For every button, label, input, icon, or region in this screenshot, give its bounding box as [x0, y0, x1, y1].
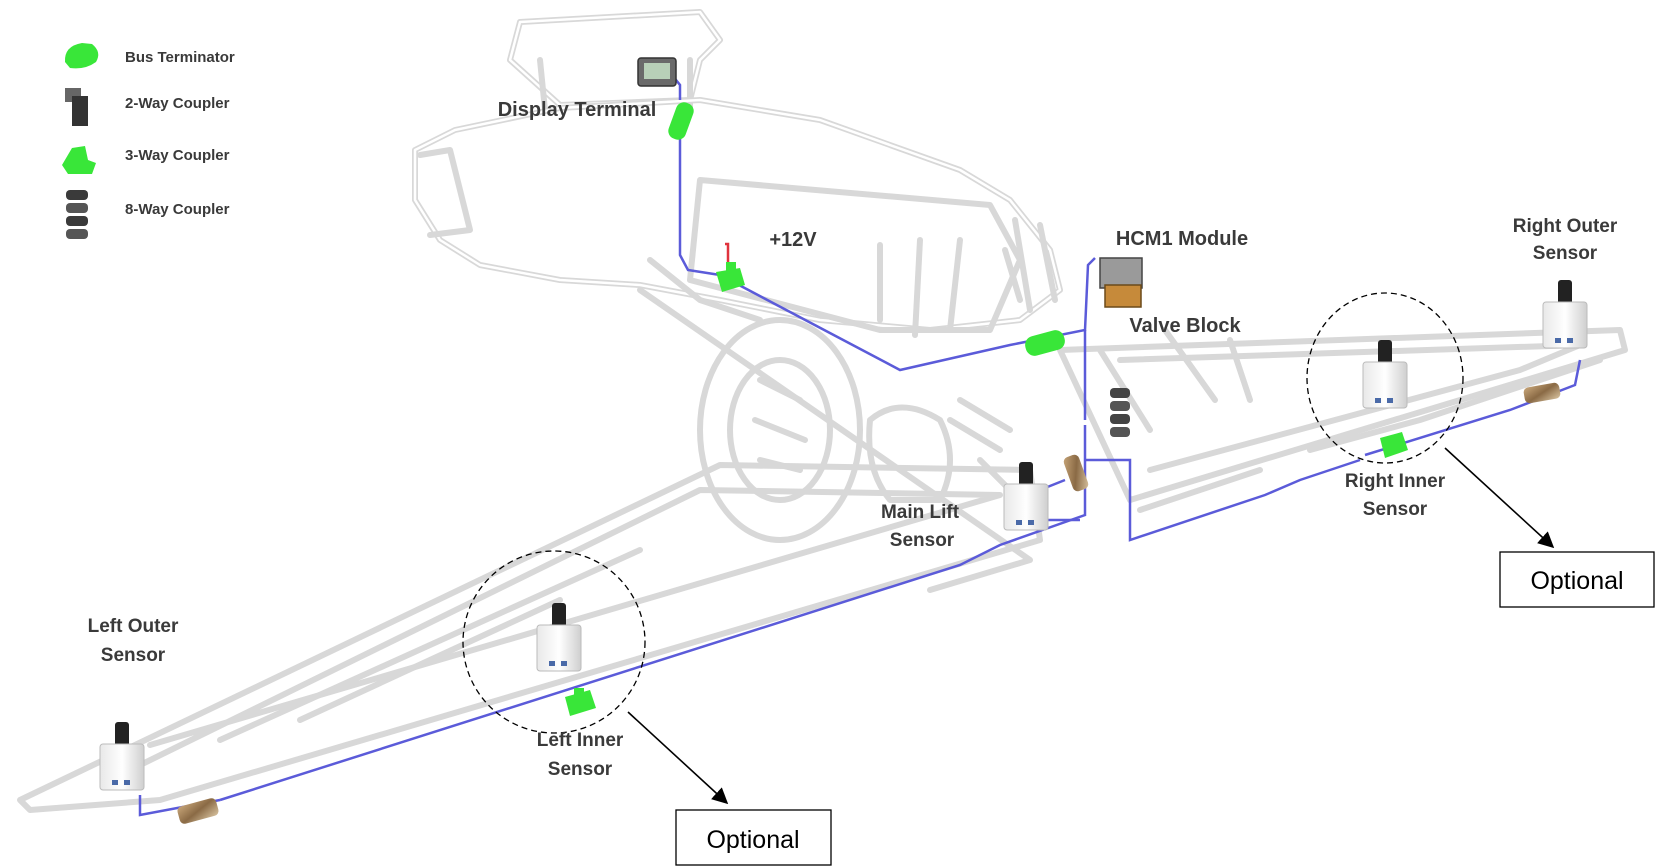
two-way-coupler-icon	[65, 88, 88, 126]
bus-terminator-icon	[1025, 330, 1065, 356]
optional-arrow-right	[1444, 447, 1555, 549]
legend: Bus Terminator 2-Way Coupler 3-Way Coupl…	[62, 43, 235, 239]
three-way-coupler-icon	[62, 146, 96, 174]
optional-zone-right	[1306, 292, 1464, 464]
bus-terminator-icon	[1380, 432, 1408, 458]
optional-label-right: Optional	[1530, 567, 1623, 595]
display-terminal-label: Display Terminal	[498, 99, 657, 121]
valve-block-label: Valve Block	[1129, 315, 1241, 337]
sensor-icon	[536, 603, 582, 672]
right-outer-label-line2: Sensor	[1533, 243, 1598, 264]
left-inner-label-line1: Left Inner	[537, 730, 624, 751]
two-way-coupler-icon	[1063, 454, 1089, 492]
three-way-coupler-icon	[565, 688, 596, 716]
optional-label-left: Optional	[706, 826, 799, 854]
two-way-coupler-icon	[1523, 382, 1561, 404]
sensor-icon	[99, 722, 145, 791]
eight-way-coupler-icon	[66, 190, 88, 239]
left-inner-label-line2: Sensor	[548, 759, 613, 780]
legend-item-bus-terminator: Bus Terminator	[64, 43, 235, 69]
right-inner-label-line1: Right Inner	[1345, 471, 1446, 492]
hcm1-module-label: HCM1 Module	[1116, 228, 1248, 250]
main-lift-label-line1: Main Lift	[881, 502, 960, 523]
left-outer-label-line1: Left Outer	[88, 616, 179, 637]
sensor-icon	[1542, 280, 1588, 349]
legend-label: 8-Way Coupler	[125, 201, 230, 218]
sensor-icon	[1003, 462, 1049, 531]
optional-box-left	[675, 809, 832, 866]
legend-label: Bus Terminator	[125, 49, 235, 66]
two-way-coupler-icon	[177, 798, 219, 824]
optional-box-right	[1499, 551, 1655, 608]
optional-zone-left	[462, 550, 646, 734]
sensor-icon	[1362, 340, 1408, 409]
legend-item-3-way-coupler: 3-Way Coupler	[62, 146, 230, 174]
legend-label: 3-Way Coupler	[125, 147, 230, 164]
eight-way-coupler-icon	[1110, 388, 1130, 437]
three-way-coupler-icon	[716, 262, 745, 292]
sprayer-outline	[17, 9, 1628, 813]
hcm1-module-icon	[1099, 257, 1143, 308]
right-inner-label-line2: Sensor	[1363, 499, 1428, 520]
main-lift-label-line2: Sensor	[890, 530, 955, 551]
right-outer-label-line1: Right Outer	[1513, 216, 1618, 237]
legend-label: 2-Way Coupler	[125, 95, 230, 112]
legend-item-8-way-coupler: 8-Way Coupler	[66, 190, 230, 239]
power-label: +12V	[769, 229, 817, 251]
left-outer-label-line2: Sensor	[101, 645, 166, 666]
bus-terminator-icon	[668, 102, 694, 140]
display-terminal-icon	[637, 57, 677, 87]
legend-item-2-way-coupler: 2-Way Coupler	[65, 88, 230, 126]
bus-terminator-icon	[64, 43, 99, 69]
optional-arrow-left	[627, 711, 729, 805]
